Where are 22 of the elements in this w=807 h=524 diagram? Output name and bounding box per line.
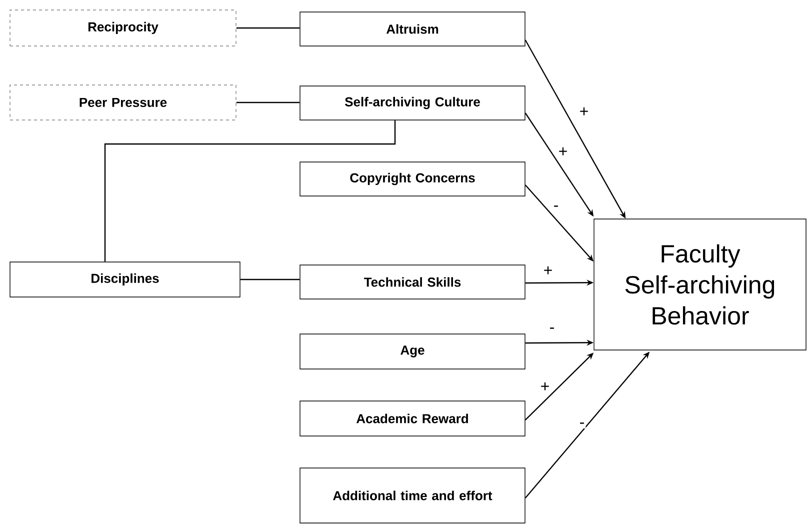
edge-label: +	[542, 265, 554, 277]
factor-box: Copyright Concerns	[300, 162, 526, 196]
factor-box: Age	[300, 334, 526, 370]
factor-box: Academic Reward	[300, 400, 526, 436]
factor-box: Reciprocity	[10, 10, 236, 46]
edge-label: -	[552, 204, 560, 212]
factor-box: Technical Skills	[300, 264, 526, 300]
connector-line	[236, 102, 300, 104]
edge-label: +	[557, 146, 569, 158]
edge-label: +	[578, 106, 590, 118]
edge-label: -	[548, 326, 556, 334]
factor-box: Peer Pressure	[10, 84, 236, 120]
outcome-box: Faculty Self-archiving Behavior	[594, 218, 806, 350]
connector-line	[240, 278, 300, 280]
factor-box: Disciplines	[10, 262, 240, 298]
factor-box: Altruism	[300, 12, 526, 46]
factor-box: Self-archiving Culture	[300, 86, 526, 120]
edge-label: +	[539, 381, 551, 393]
edge-label: -	[578, 422, 586, 428]
factor-box: Additional time and effort	[300, 468, 526, 524]
connector-line	[236, 27, 300, 29]
connector-line	[104, 120, 396, 262]
